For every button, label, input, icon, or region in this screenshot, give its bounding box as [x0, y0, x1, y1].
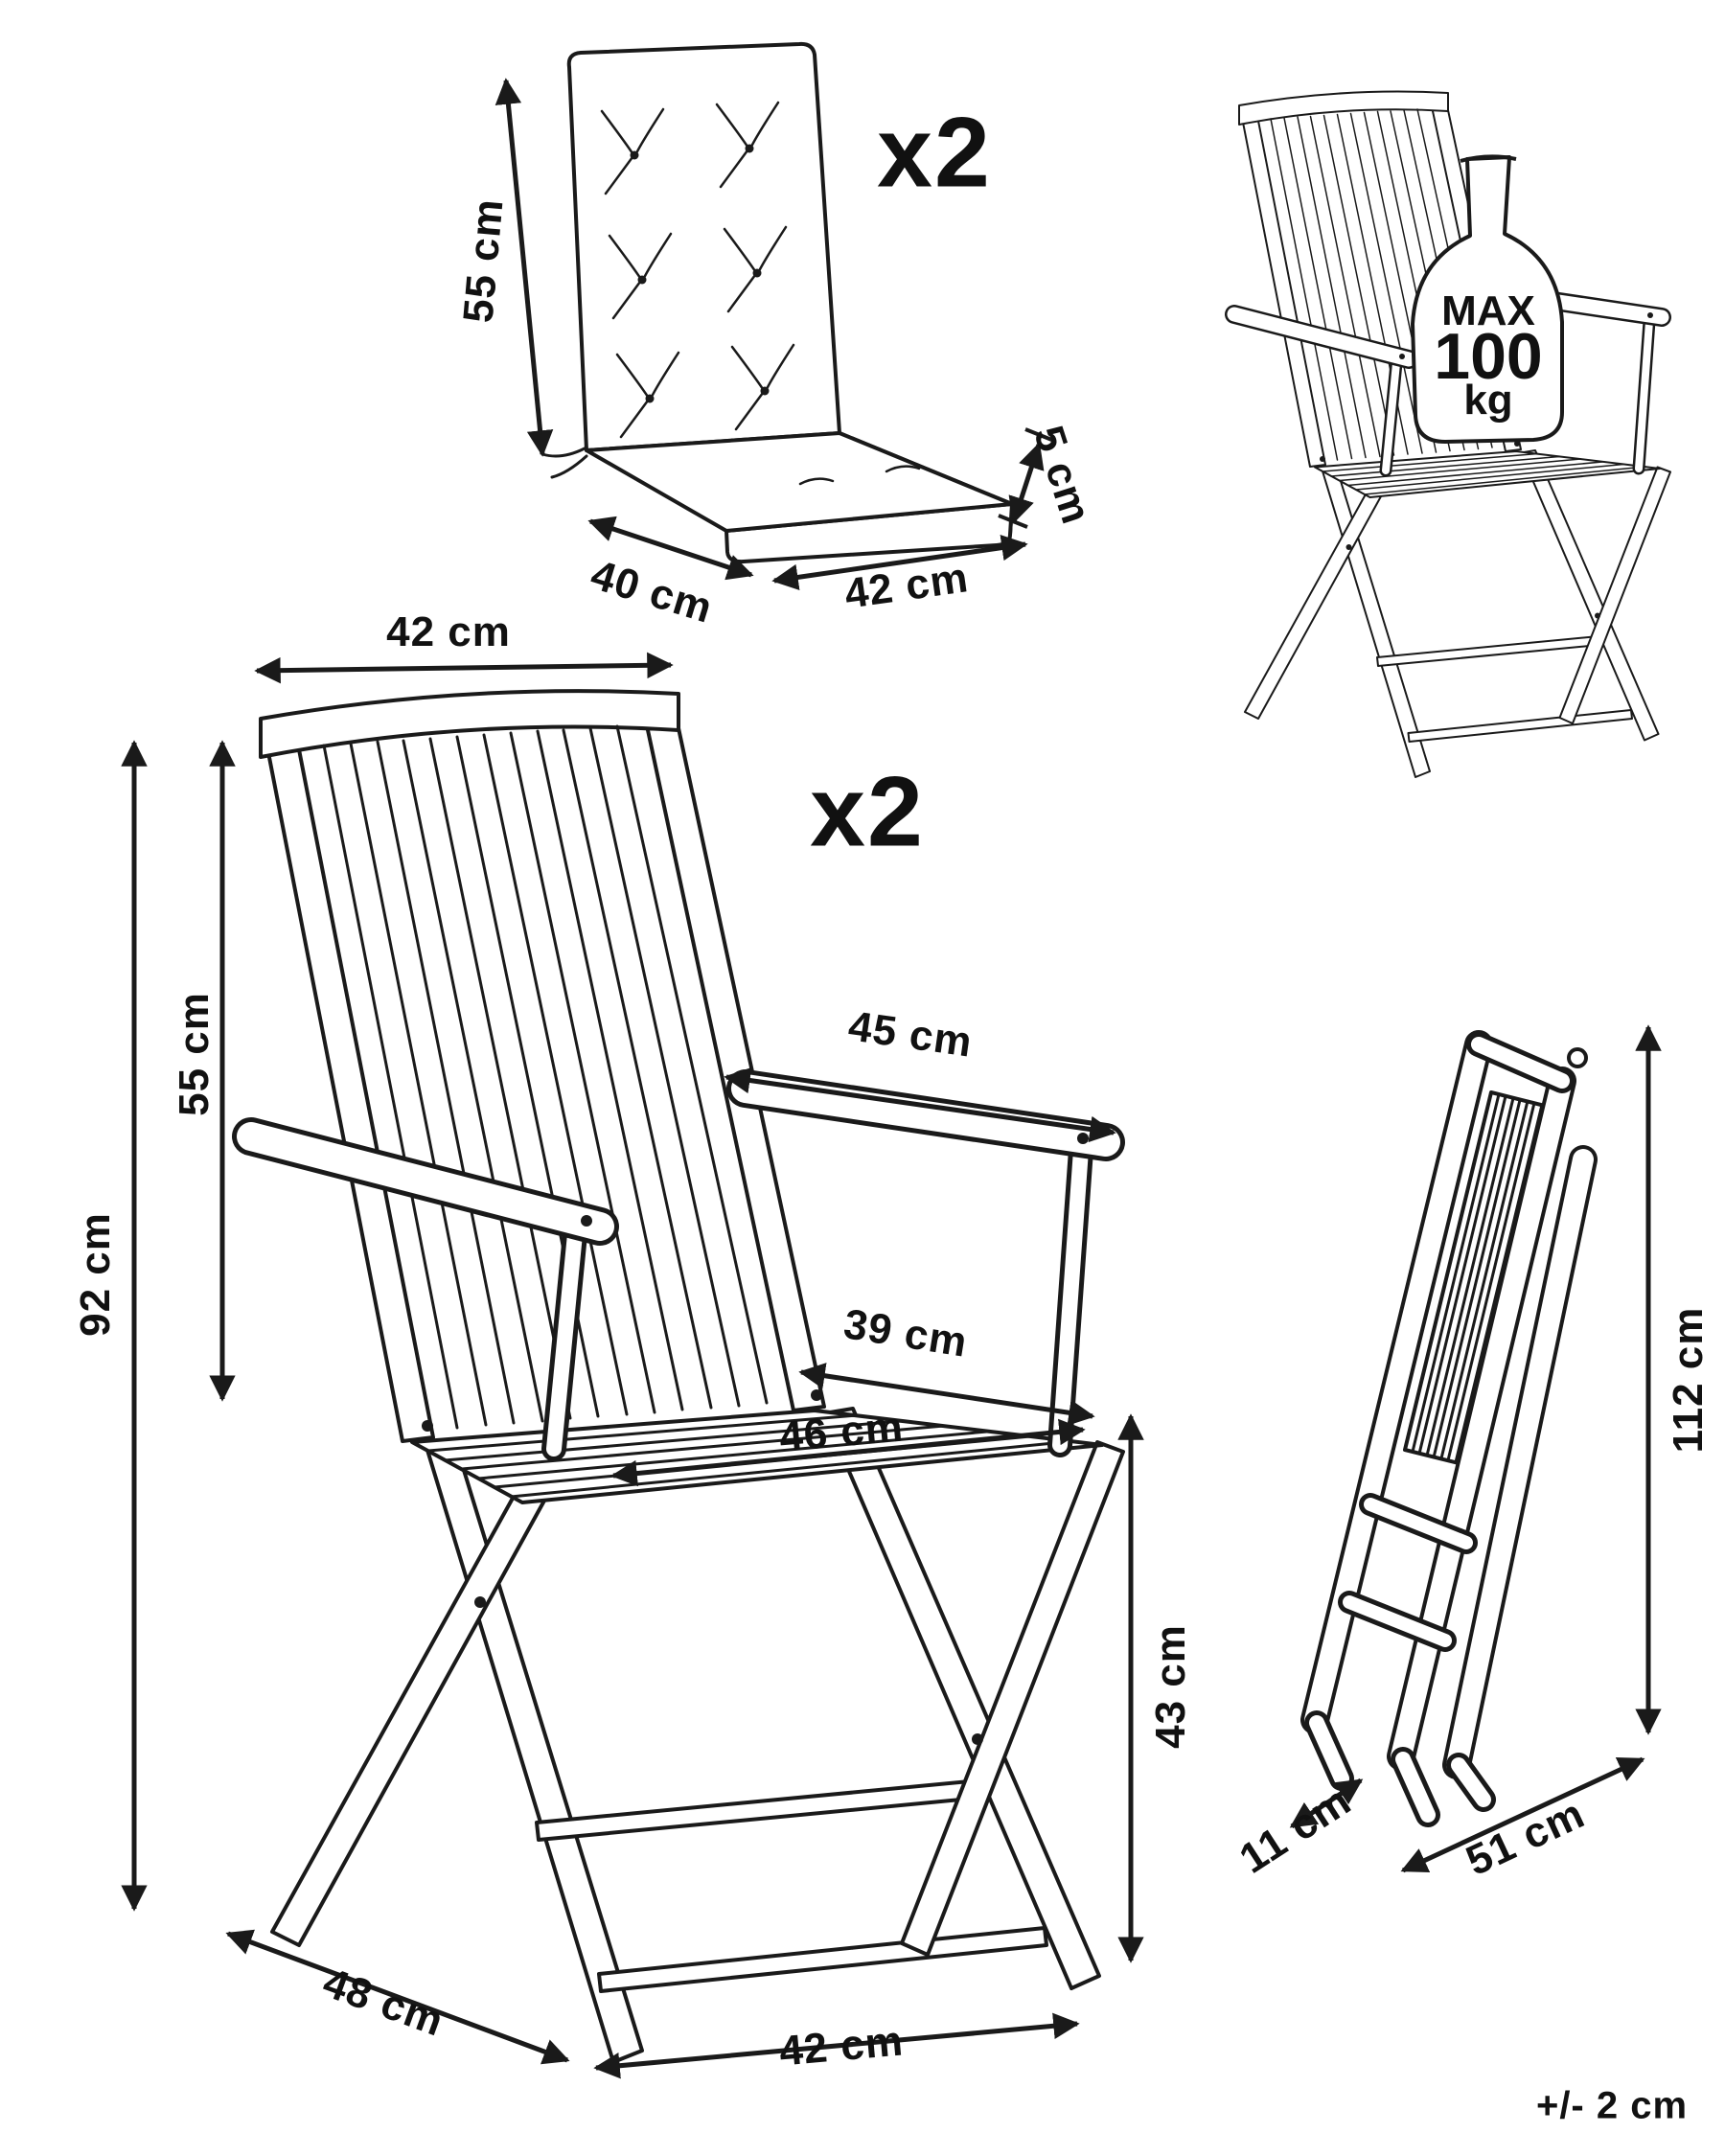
chair-stretcher-upper — [535, 1778, 983, 1842]
chair-total-height-label: 92 cm — [72, 1212, 119, 1337]
chair-stretcher-lower — [597, 1926, 1048, 1993]
dim-arrow-cushion-depth — [587, 516, 754, 581]
cushion-buttons — [630, 144, 770, 403]
chair-rear-leg-right — [822, 1407, 1101, 1990]
vase-body — [1411, 155, 1564, 444]
max-load-value: 100 — [1434, 320, 1543, 393]
dim-ticks-cushion-thickness — [998, 427, 1055, 529]
chair-illustration — [232, 689, 1125, 2064]
dim-arrow-chair-base-depth — [225, 1929, 570, 2065]
chair-front-leg-left — [270, 1491, 546, 1947]
cushion-illustration — [540, 41, 1014, 564]
cushion-quantity-label: x2 — [877, 97, 992, 209]
chair-seat-height-label: 43 cm — [1147, 1624, 1194, 1749]
folded-slats — [1411, 1092, 1551, 1466]
cushion-tufting-creases — [600, 101, 795, 439]
dim-arrow-folded-thickness — [1289, 1778, 1364, 1829]
cushion-seat-dimples — [798, 465, 921, 486]
dimension-arrows — [121, 78, 1662, 2079]
max-load-prefix: MAX — [1441, 287, 1535, 334]
folded-top-hook — [1567, 1047, 1588, 1068]
chair-quantity-label: x2 — [810, 756, 925, 868]
cushion-back-panel — [566, 41, 841, 452]
dim-arrow-folded-width — [1400, 1756, 1645, 1873]
folded-chair-illustration — [1300, 1030, 1598, 1827]
max-load-vase — [1411, 154, 1564, 444]
dim-arrow-chair-seat-width — [610, 1418, 1086, 1487]
chair-backrest-height-label: 55 cm — [171, 992, 218, 1116]
folded-height-label: 112 cm — [1665, 1306, 1712, 1454]
tolerance-note: +/- 2 cm — [1535, 2084, 1689, 2127]
cushion-ties — [540, 447, 588, 479]
chair-back-stile-left — [264, 738, 435, 1443]
chair-back-slats — [322, 724, 769, 1430]
dim-arrow-chair-front-width — [593, 2012, 1080, 2079]
dim-arrow-cushion-width — [771, 534, 1028, 591]
chair-rear-leg-left — [425, 1440, 644, 2064]
max-load-unit: kg — [1463, 377, 1513, 424]
dim-arrow-chair-top-width — [254, 652, 674, 684]
dim-arrow-cushion-back-height — [494, 78, 554, 457]
dim-arrow-chair-armrest-depth — [724, 1067, 1116, 1143]
vase-lip — [1460, 154, 1517, 163]
dim-arrow-chair-seat-depth — [798, 1363, 1095, 1426]
dim-arrow-cushion-thickness — [1008, 442, 1045, 524]
chair-front-leg-right — [900, 1440, 1125, 1957]
chair-top-rail — [259, 689, 680, 759]
chair-top-width-label: 42 cm — [386, 608, 511, 655]
chair-back-stile-right — [643, 713, 826, 1412]
